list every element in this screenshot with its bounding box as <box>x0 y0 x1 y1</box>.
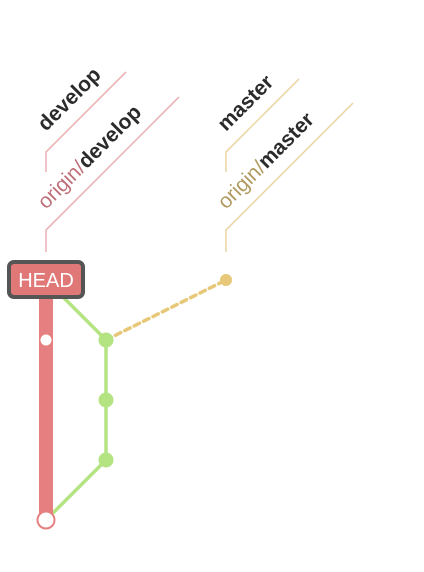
commit-node-develop-middle[interactable] <box>40 334 52 346</box>
feature-branch-edge <box>44 278 108 522</box>
master-ref-group: master origin/master <box>213 71 354 252</box>
branch-edges <box>39 278 228 522</box>
commit-node-master-tip[interactable] <box>220 274 232 286</box>
origin-master-leader-line <box>225 102 354 252</box>
master-branch-name: master <box>213 71 278 136</box>
head-badge[interactable]: HEAD <box>7 260 85 299</box>
develop-branch-name: develop <box>33 63 105 135</box>
commit-nodes <box>36 274 232 530</box>
commit-node-base[interactable] <box>36 510 56 530</box>
commit-node-feature-middle[interactable] <box>98 392 114 408</box>
origin-master-branch-name: master <box>254 108 319 173</box>
develop-branch-label[interactable]: develop <box>33 63 105 135</box>
master-branch-edge <box>104 278 228 342</box>
head-badge-label: HEAD <box>18 270 74 292</box>
commit-node-feature-top[interactable] <box>98 332 114 348</box>
origin-develop-leader-line <box>45 96 180 252</box>
head-badge-box <box>7 260 85 299</box>
origin-develop-branch-name: develop <box>74 101 146 173</box>
commit-node-feature-bottom[interactable] <box>98 452 114 468</box>
develop-ref-group: develop origin/develop <box>33 63 180 252</box>
master-branch-label[interactable]: master <box>213 71 278 136</box>
develop-leader-line <box>45 71 127 172</box>
master-leader-line <box>225 78 300 172</box>
